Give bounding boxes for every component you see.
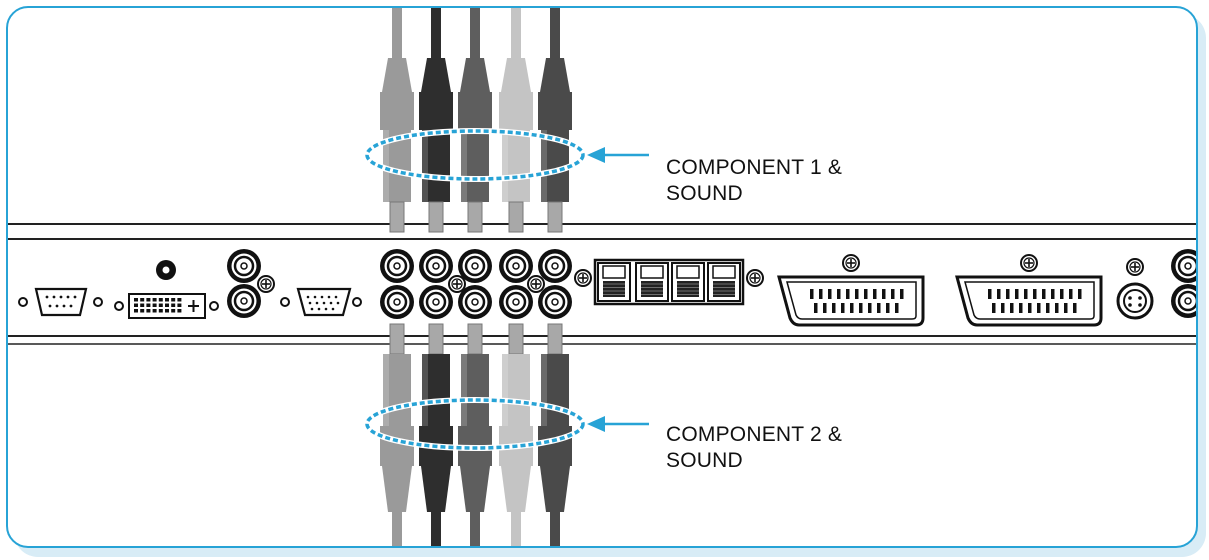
- rear-panel: [8, 223, 1196, 345]
- callout-line: SOUND: [666, 449, 743, 472]
- diagram-frame: COMPONENT 1 & SOUND COMPONENT 2 & SOUND: [6, 6, 1198, 548]
- rca-plug: [499, 8, 533, 233]
- rca-plug: [419, 323, 453, 546]
- edge-rca-jacks: [1171, 249, 1196, 318]
- scart-port-2: [955, 254, 1103, 327]
- component-1-plugs: [380, 8, 572, 233]
- component-2-plugs: [380, 323, 572, 546]
- rca-plug: [458, 323, 492, 546]
- rca-plug: [380, 8, 414, 233]
- rca-jack: [380, 285, 414, 319]
- screw-icon: [527, 275, 545, 293]
- mini-jack: [156, 260, 176, 280]
- rca-jack: [1171, 284, 1196, 318]
- screw-icon: [842, 254, 860, 272]
- rca-jack: [419, 249, 453, 283]
- s-video-port: [1116, 258, 1154, 320]
- rca-plug: [419, 8, 453, 233]
- screw-icon: [257, 275, 275, 293]
- rca-jack: [458, 249, 492, 283]
- rca-jack: [380, 249, 414, 283]
- rca-jack: [227, 284, 261, 318]
- rca-plug: [538, 8, 572, 233]
- screw-icon: [746, 269, 764, 287]
- rca-jack: [499, 249, 533, 283]
- callout-component-2: COMPONENT 2 & SOUND: [666, 422, 842, 474]
- scart-pins: [810, 289, 904, 313]
- arrow-left-icon: [587, 416, 649, 432]
- screw-icon: [1020, 254, 1038, 272]
- vga-port: [280, 287, 362, 317]
- rca-jack: [227, 249, 261, 283]
- highlight-ring-1: [364, 128, 586, 182]
- rca-jack: [419, 285, 453, 319]
- callout-line: COMPONENT 1 &: [666, 156, 843, 179]
- callout-line: COMPONENT 2 &: [666, 423, 843, 446]
- callout-line: SOUND: [666, 182, 743, 205]
- arrow-left-icon: [587, 147, 649, 163]
- rca-jack: [499, 285, 533, 319]
- rca-jack: [1171, 249, 1196, 283]
- component-rca-bank: [380, 249, 572, 319]
- highlight-ring-2: [364, 397, 586, 451]
- rca-plug: [380, 323, 414, 546]
- screw-icon: [448, 275, 466, 293]
- scart-port-1: [777, 254, 925, 327]
- dvi-port: [114, 293, 219, 319]
- rca-jack: [538, 249, 572, 283]
- speaker-terminals: [574, 258, 764, 306]
- rca-jack: [458, 285, 492, 319]
- rca-jack: [538, 285, 572, 319]
- rca-plug: [458, 8, 492, 233]
- connection-diagram: [8, 8, 1196, 546]
- rca-plug: [499, 323, 533, 546]
- callout-component-1: COMPONENT 1 & SOUND: [666, 155, 842, 207]
- audio-rca-pair: [227, 249, 275, 318]
- screw-icon: [1126, 258, 1144, 276]
- scart-pins: [988, 289, 1082, 313]
- serial-port: [18, 287, 103, 317]
- rca-plug: [538, 323, 572, 546]
- screw-icon: [574, 269, 592, 287]
